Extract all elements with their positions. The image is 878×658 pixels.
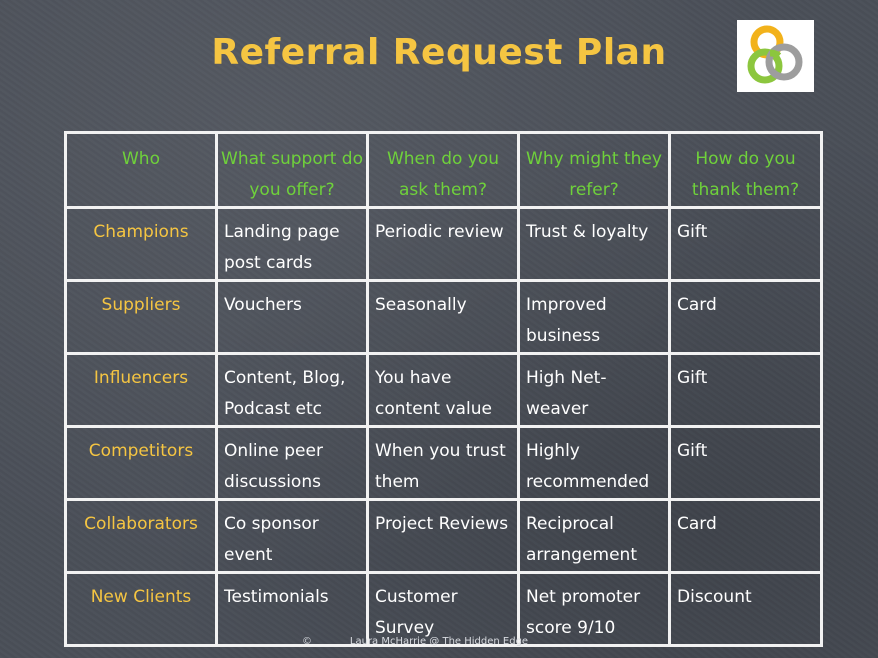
header-thanks: How do you thank them? [668, 131, 823, 209]
thanks-cell: Gift [668, 425, 823, 501]
when-cell: Project Reviews [366, 498, 520, 574]
why-cell: Highly recommended [517, 425, 671, 501]
support-cell: Landing page post cards [215, 206, 369, 282]
thanks-cell: Discount [668, 571, 823, 647]
table-row: Competitors Online peer discussions When… [64, 425, 823, 501]
table-row: Collaborators Co sponsor event Project R… [64, 498, 823, 574]
support-cell: Co sponsor event [215, 498, 369, 574]
when-cell: You have content value [366, 352, 520, 428]
when-cell: Seasonally [366, 279, 520, 355]
table-row: New Clients Testimonials Customer Survey… [64, 571, 823, 647]
when-cell: Customer Survey [366, 571, 520, 647]
copyright-mark: © [302, 636, 312, 647]
thanks-cell: Gift [668, 206, 823, 282]
thanks-cell: Card [668, 279, 823, 355]
who-cell: Influencers [64, 352, 218, 428]
who-cell: New Clients [64, 571, 218, 647]
when-cell: When you trust them [366, 425, 520, 501]
footer: © Laura McHarrie @ The Hidden Edge [0, 636, 878, 647]
support-cell: Content, Blog, Podcast etc [215, 352, 369, 428]
why-cell: Improved business [517, 279, 671, 355]
header-why: Why might they refer? [517, 131, 671, 209]
header-row: Who What support do you offer? When do y… [64, 131, 823, 209]
logo [737, 20, 814, 92]
thanks-cell: Card [668, 498, 823, 574]
thanks-cell: Gift [668, 352, 823, 428]
when-cell: Periodic review [366, 206, 520, 282]
why-cell: Reciprocal arrangement [517, 498, 671, 574]
table-row: Influencers Content, Blog, Podcast etc Y… [64, 352, 823, 428]
table-row: Suppliers Vouchers Seasonally Improved b… [64, 279, 823, 355]
who-cell: Suppliers [64, 279, 218, 355]
support-cell: Online peer discussions [215, 425, 369, 501]
footer-credit: Laura McHarrie @ The Hidden Edge [349, 636, 529, 647]
support-cell: Testimonials [215, 571, 369, 647]
referral-plan-table: Who What support do you offer? When do y… [64, 131, 823, 647]
header-who: Who [64, 131, 218, 209]
header-support: What support do you offer? [215, 131, 369, 209]
slide-title: Referral Request Plan [211, 32, 667, 73]
who-cell: Champions [64, 206, 218, 282]
why-cell: Net promoter score 9/10 [517, 571, 671, 647]
who-cell: Competitors [64, 425, 218, 501]
interlocking-rings-logo-icon [747, 25, 803, 84]
why-cell: Trust & loyalty [517, 206, 671, 282]
support-cell: Vouchers [215, 279, 369, 355]
table-row: Champions Landing page post cards Period… [64, 206, 823, 282]
why-cell: High Net-weaver [517, 352, 671, 428]
header-when: When do you ask them? [366, 131, 520, 209]
who-cell: Collaborators [64, 498, 218, 574]
